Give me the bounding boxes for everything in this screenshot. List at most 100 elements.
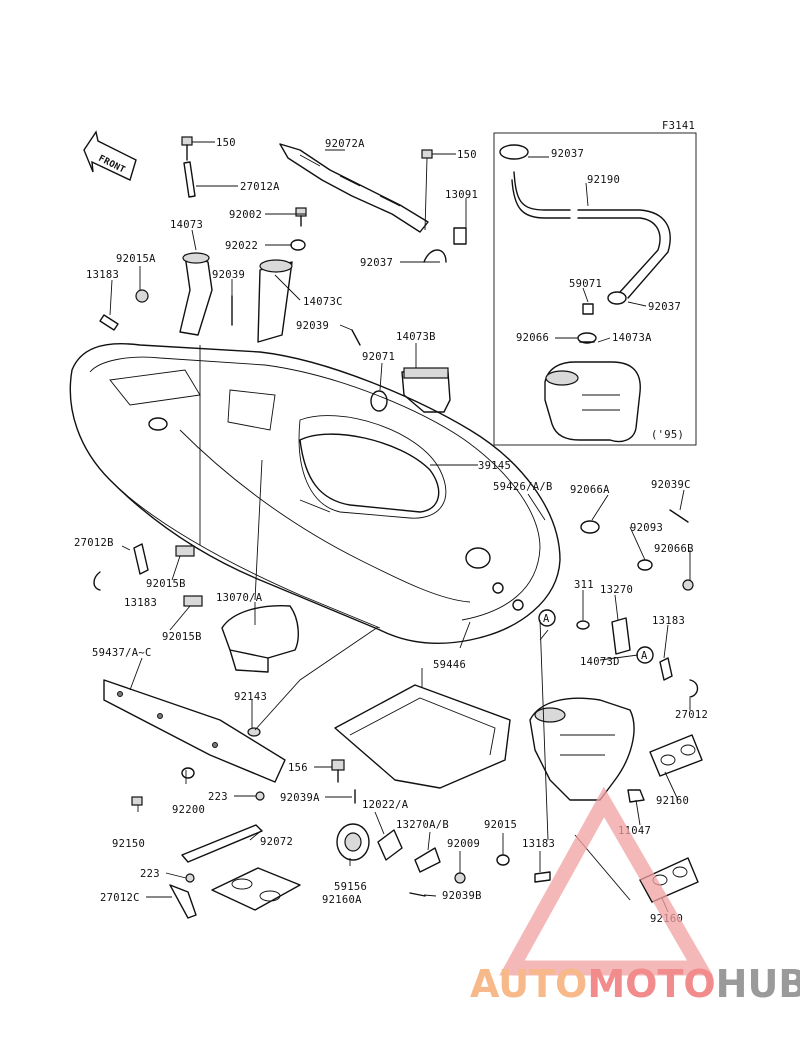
label-59071: 59071 (569, 278, 602, 290)
strap-27012A (183, 161, 196, 198)
label-27012C: 27012C (100, 892, 140, 904)
callout-a-upper-letter: A (543, 613, 550, 625)
clip-13091 (453, 227, 467, 245)
label-92143: 92143 (234, 691, 267, 703)
nut-92015B-upper (175, 545, 195, 557)
clamp-92037-inset-right (607, 291, 627, 305)
label-13183-right: 13183 (652, 615, 685, 627)
bolt-92143 (247, 727, 261, 737)
hose-92190-left-inner (511, 179, 571, 219)
hull-steering-mount (227, 389, 276, 431)
seal-39145 (299, 433, 440, 513)
label-59156: 59156 (334, 881, 367, 893)
bolt-92039C (669, 509, 689, 523)
plate-13183-left (99, 314, 119, 331)
tank-14073D (529, 697, 635, 801)
bracket-11047 (627, 789, 645, 803)
bolt-223-lower (185, 873, 195, 883)
label-92022: 92022 (225, 240, 258, 252)
hull-body (69, 343, 561, 644)
duct-14073 (179, 254, 213, 336)
plate-12022A (377, 829, 403, 861)
part-labels: 150 27012A 92072A 150 13091 92037 92002 … (74, 137, 708, 925)
bracket-13270 (611, 617, 631, 655)
cover-13070A (221, 605, 299, 659)
label-27012: 27012 (675, 709, 708, 721)
label-27012B: 27012B (74, 537, 114, 549)
hull-gunwale (89, 356, 541, 621)
flange-59156 (336, 823, 370, 861)
label-92190: 92190 (587, 174, 620, 186)
bolt-150-right (421, 149, 433, 159)
watermark-moto: MOTO (587, 962, 715, 1006)
strap-27012 (689, 679, 699, 698)
hose-92190-left (513, 171, 571, 211)
bolt-223-upper (255, 791, 265, 801)
label-14073D: 14073D (580, 656, 620, 668)
leader-lines (109, 141, 691, 913)
bolt-92002 (295, 207, 307, 217)
label-13270: 13270 (600, 584, 633, 596)
plate-13183-bottom (534, 871, 551, 883)
hull-hole-right (465, 547, 491, 569)
grommet-92066B (682, 579, 694, 591)
bolt-156 (331, 759, 345, 771)
label-223-lower: 223 (140, 868, 160, 880)
label-92071: 92071 (362, 351, 395, 363)
label-59437: 59437/A~C (92, 647, 152, 659)
hull-seat-area (298, 415, 447, 519)
label-92072: 92072 (260, 836, 293, 848)
nut-311 (576, 620, 590, 630)
clamp-92037-inset-top (499, 144, 529, 160)
seal-92071 (370, 390, 388, 412)
label-92009: 92009 (447, 838, 480, 850)
bolt-150-left (181, 136, 193, 146)
callout-a-upper (538, 609, 556, 627)
hull-outline (69, 343, 561, 644)
label-92066B: 92066B (654, 543, 694, 555)
gasket-twin-hole (211, 867, 301, 911)
nut-92015 (496, 854, 510, 866)
label-92150: 92150 (112, 838, 145, 850)
callout-a-lower-letter: A (641, 650, 648, 662)
label-92015B-upper: 92015B (146, 578, 186, 590)
label-92039C: 92039C (651, 479, 691, 491)
label-39145: 39145 (478, 460, 511, 472)
label-92160A: 92160A (322, 894, 362, 906)
label-92039B: 92039B (442, 890, 482, 902)
label-156: 156 (288, 762, 308, 774)
cover-92072A (279, 143, 429, 233)
label-150-left: 150 (216, 137, 236, 149)
label-92039-left: 92039 (212, 269, 245, 281)
label-14073: 14073 (170, 219, 203, 231)
hull-hole-left (148, 417, 168, 431)
label-92037: 92037 (360, 257, 393, 269)
label-13183-top: 13183 (86, 269, 119, 281)
nut-92015A (135, 289, 149, 303)
label-59446: 59446 (433, 659, 466, 671)
center-bottom-parts (331, 684, 511, 897)
label-92072A: 92072A (325, 138, 365, 150)
inset-1995-box: 92037 92190 59071 92037 92066 14073A ('9… (493, 132, 697, 446)
bolt-92039-right (351, 329, 361, 346)
bolt-92150 (131, 796, 143, 806)
watermark-triangle-icon (499, 786, 714, 976)
plate-13183-right (659, 657, 673, 681)
label-13270AB: 13270A/B (396, 819, 449, 831)
label-92002: 92002 (229, 209, 262, 221)
bolt-92039B (409, 892, 426, 897)
label-59426: 59426/A/B (493, 481, 553, 493)
label-12022A: 12022/A (362, 799, 409, 811)
label-92039A: 92039A (280, 792, 320, 804)
washer-92093 (637, 559, 653, 571)
label-14073B: 14073B (396, 331, 436, 343)
screw-92009 (454, 872, 466, 884)
label-14073C: 14073C (303, 296, 343, 308)
hose-92190-right (577, 209, 671, 299)
hose-92190-right-inner (577, 217, 661, 293)
label-92039-right: 92039 (296, 320, 329, 332)
washer-92200 (181, 767, 195, 779)
label-92015A: 92015A (116, 253, 156, 265)
grommet-92066A (580, 520, 600, 534)
